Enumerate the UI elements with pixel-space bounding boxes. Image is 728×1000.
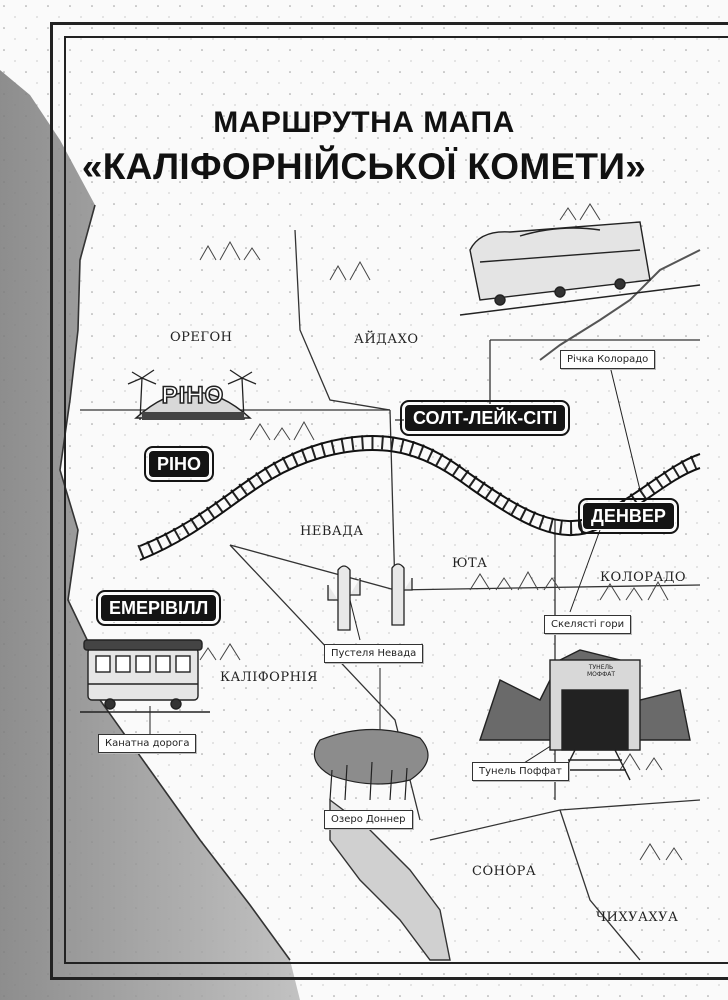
- landmark-rocky-mountains: Скелясті гори: [544, 615, 632, 634]
- state-borders: [80, 229, 701, 961]
- reno-sign-text: РІНО: [161, 381, 225, 410]
- city-label-denver: ДЕНВЕР: [578, 498, 679, 534]
- cactus-illustration: [327, 563, 413, 631]
- city-label-reno: РІНО: [143, 446, 215, 482]
- donner-lake-illustration: [313, 728, 429, 801]
- region-utah: ЮТА: [452, 556, 488, 571]
- map-title-line1: МАРШРУТНА МАПА: [213, 106, 515, 139]
- pacific-ocean: [0, 70, 300, 1000]
- city-label-salt-lake-city: СОЛТ-ЛЕЙК-СІТІ: [399, 400, 571, 436]
- reno-arch-sign: РІНО: [128, 372, 258, 426]
- city-label-emeryville: ЕМЕРІВІЛЛ: [95, 590, 222, 626]
- tunnel-sign: ТУНЕЛЬ МОФФАТ: [572, 664, 630, 678]
- region-nevada: НЕВАДА: [300, 524, 364, 539]
- palm-trees: [127, 369, 257, 421]
- cable-car-illustration: [80, 639, 210, 713]
- tunnel-sign-line2: МОФФАТ: [587, 671, 615, 678]
- train-illustration: [459, 221, 701, 316]
- region-california: КАЛІФОРНІЯ: [220, 670, 319, 685]
- region-idaho: АЙДАХО: [354, 332, 419, 347]
- region-chihuahua: ЧИХУАХУА: [596, 910, 679, 925]
- tunnel-illustration: [479, 649, 691, 781]
- mountain-ranges: [199, 203, 683, 861]
- tunnel-sign-line1: ТУНЕЛЬ: [588, 664, 614, 671]
- region-sonora: СОНОРА: [472, 864, 537, 879]
- coastline: [59, 204, 291, 961]
- region-colorado: КОЛОРАДО: [600, 570, 687, 585]
- landmark-cable-car: Канатна дорога: [98, 734, 197, 753]
- reno-arch-shape: [134, 391, 252, 420]
- region-oregon: ОРЕГОН: [170, 330, 233, 345]
- map-title-line2: «КАЛІФОРНІЙСЬКОЇ КОМЕТИ»: [81, 146, 647, 187]
- colorado-river: [539, 249, 701, 361]
- inner-frame: [64, 36, 728, 964]
- landmark-nevada-desert: Пустеля Невада: [324, 644, 424, 663]
- outer-frame: [50, 22, 728, 980]
- gulf-coast: [329, 798, 451, 961]
- landmark-donner-lake: Озеро Доннер: [324, 810, 413, 829]
- landmark-colorado-river: Річка Колорадо: [560, 350, 656, 369]
- landmark-moffat-tunnel: Тунель Поффат: [472, 762, 569, 781]
